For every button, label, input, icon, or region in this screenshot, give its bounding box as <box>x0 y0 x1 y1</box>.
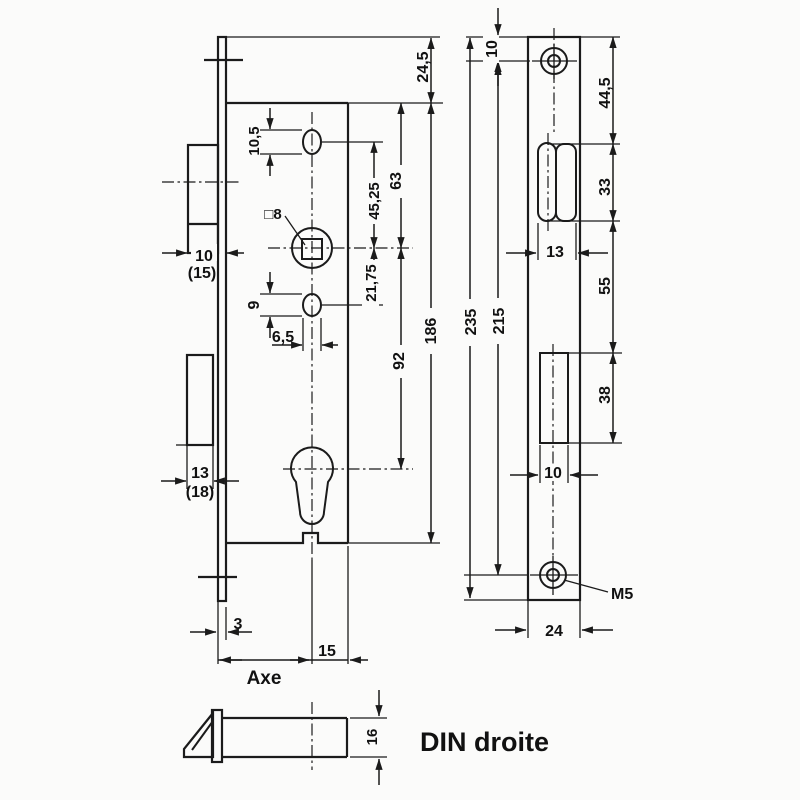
dim-bolt-protrusion-alt-label: (18) <box>186 484 214 501</box>
dim-latch-protrusion-label: 10 <box>195 248 213 265</box>
dim-bolt-protrusion-label: 13 <box>191 465 209 482</box>
dim-top-to-case-label: 24,5 <box>415 51 432 82</box>
face-plate-outline <box>526 35 582 602</box>
latch-bolt-protrusion <box>186 143 220 255</box>
left-view-lock-case: 24,5 10,5 63 □8 45,25 10 (15) 21,75 9 6,… <box>161 35 443 689</box>
dim-axis-to-case-back-label: 15 <box>318 643 336 660</box>
din-orientation-caption: DIN droite <box>420 727 549 757</box>
dim-latch-protrusion-alt-label: (15) <box>188 265 216 282</box>
case-bottom-edge <box>226 531 348 545</box>
bottom-view-latch-detail: 16 DIN droite <box>182 690 549 785</box>
dim-latch-cutout-height-label: 33 <box>597 178 614 196</box>
dim-follower-to-pin-label: 21,75 <box>363 264 380 302</box>
dim-case-height-label: 186 <box>423 318 440 345</box>
follower-square-label: □8 <box>264 206 281 223</box>
latch-cutout <box>555 143 577 222</box>
follower-hole <box>291 227 333 269</box>
dim-latch-height-label: 16 <box>364 729 381 746</box>
faceplate-edge-outline <box>216 35 228 603</box>
follower-square-leader <box>284 215 306 246</box>
right-view-face-plate: 10 44,5 33 13 55 235 215 38 10 24 M5 <box>462 8 633 640</box>
dim-top-to-screw-label: 10 <box>484 40 501 58</box>
dim-bolt-cutout-height-label: 38 <box>597 386 614 404</box>
hub-hole-top <box>302 129 322 155</box>
dim-follower-to-cylinder-label: 92 <box>391 352 408 370</box>
dim-screw-centers-label: 215 <box>491 308 508 335</box>
dim-case-top-to-follower-label: 63 <box>388 172 405 190</box>
screw-thread-label: M5 <box>611 586 633 603</box>
dim-faceplate-thickness-label: 3 <box>234 616 243 633</box>
dim-bolt-cutout-width-label: 10 <box>544 465 562 482</box>
dim-hub-to-follower-label: 45,25 <box>366 182 383 220</box>
dim-latch-to-bolt-cutout-label: 55 <box>597 277 614 295</box>
dim-top-to-latch-cutout-label: 44,5 <box>597 77 614 108</box>
screw-thread-leader <box>563 579 609 593</box>
deadbolt-protrusion <box>185 353 215 447</box>
pin-hole <box>302 293 322 317</box>
follower-square-hole <box>301 238 323 260</box>
dim-latch-cutout-width-label: 13 <box>546 244 564 261</box>
dim-pin-hole-height-label: 9 <box>246 300 263 309</box>
dim-plate-width-label: 24 <box>545 623 563 640</box>
dim-plate-length-label: 235 <box>463 309 480 336</box>
axis-label: Axe <box>247 668 282 689</box>
dim-hub-hole-height-label: 10,5 <box>246 126 263 155</box>
latch-bevel-head <box>182 709 215 759</box>
dim-pin-hole-width-label: 6,5 <box>272 329 294 346</box>
euro-cylinder-hole <box>290 446 334 525</box>
bolt-cutout <box>539 352 569 444</box>
latch-cutout-lip <box>537 142 557 222</box>
